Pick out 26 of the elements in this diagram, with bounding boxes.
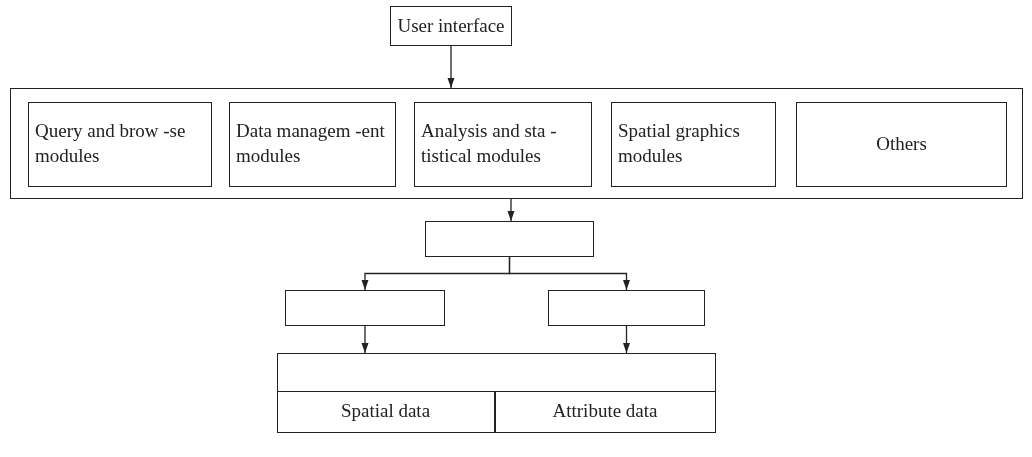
header-box xyxy=(390,6,512,46)
arrow xyxy=(508,256,631,291)
data-box xyxy=(276,390,495,433)
data-box xyxy=(494,390,716,433)
node-text: User interface xyxy=(397,13,505,38)
node-text: Spatial data xyxy=(340,399,431,424)
module-container xyxy=(10,88,1023,199)
database-box xyxy=(277,353,716,431)
node-text: Spatial graphics modules xyxy=(618,119,741,168)
arrow xyxy=(507,198,515,222)
node-text: Analysis and sta -tistical modules xyxy=(421,119,558,168)
module-box xyxy=(28,102,212,187)
platform-box xyxy=(425,221,594,257)
node-text: Others xyxy=(876,132,927,157)
module-box xyxy=(611,102,776,187)
module-box xyxy=(414,102,592,187)
arrow xyxy=(361,325,369,354)
module-box xyxy=(796,102,1007,187)
arrow xyxy=(622,325,631,354)
component-box xyxy=(548,290,705,326)
component-box xyxy=(285,290,445,326)
arrow xyxy=(447,45,455,89)
module-box xyxy=(229,102,396,187)
node-text: Attribute data xyxy=(552,399,658,424)
node-text: Query and brow -se modules xyxy=(35,119,187,168)
node-text: Data managem -ent modules xyxy=(236,119,386,168)
